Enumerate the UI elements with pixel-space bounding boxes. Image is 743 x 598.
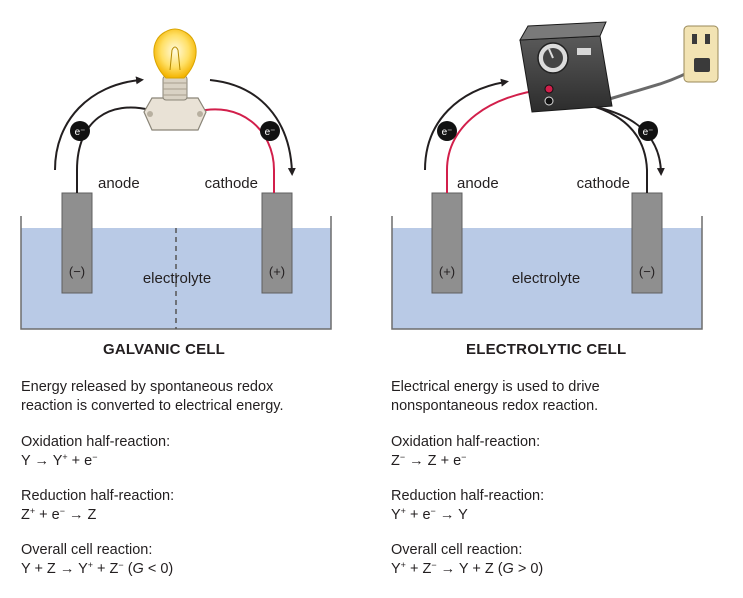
power-supply-negative-terminal: [544, 96, 554, 106]
electrolytic-cell: e⁻ e⁻ anode cathode electrolyte (+) (−): [391, 21, 719, 330]
electrolytic-reduction-label: Reduction half-reaction:: [391, 488, 545, 504]
power-supply-positive-terminal: [544, 84, 554, 94]
electrolytic-electron-left-icon: [437, 121, 457, 141]
electrolytic-overall-equation: Y+ + Z− → Y + Z (G > 0): [391, 560, 544, 578]
galvanic-oxidation-equation: Y → Y+ + e−: [21, 452, 98, 470]
galvanic-overall-equation: Y + Z → Y+ + Z− (G < 0): [21, 560, 174, 578]
galvanic-cathode-sign: (+): [269, 264, 285, 279]
electrolytic-cathode-sign: (−): [639, 264, 655, 279]
power-supply-icon: [519, 21, 613, 113]
galvanic-black-wire: [76, 106, 151, 193]
electrolytic-electron-left-label: e⁻: [442, 127, 453, 138]
galvanic-anode-electrode: [61, 192, 93, 294]
galvanic-cell: e⁻ e⁻ anode cathode electrolyte (−) (+): [20, 28, 332, 330]
electrolytic-electron-right-icon: [638, 121, 658, 141]
electrolytic-red-wire: [446, 88, 549, 193]
electrolytic-electrolyte-label: electrolyte: [512, 270, 580, 287]
electrolytic-oxidation-label: Oxidation half-reaction:: [391, 434, 541, 450]
galvanic-reduction-equation: Z+ + e− → Z: [21, 506, 97, 524]
galvanic-anode-label: anode: [98, 175, 140, 192]
galvanic-red-wire: [195, 108, 275, 193]
electrolytic-anode-electrode: [431, 192, 463, 294]
galvanic-electron-right-icon: [260, 121, 280, 141]
electrolytic-cathode-label: cathode: [577, 175, 630, 192]
galvanic-electron-right-label: e⁻: [265, 127, 276, 138]
light-bulb-icon: [143, 28, 207, 131]
electrolytic-anode-sign: (+): [439, 264, 455, 279]
galvanic-oxidation-label: Oxidation half-reaction:: [21, 434, 171, 450]
galvanic-electrolyte-label: electrolyte: [143, 270, 211, 287]
galvanic-electron-left-label: e⁻: [75, 127, 86, 138]
galvanic-description: Energy released by spontaneous redox rea…: [21, 378, 361, 416]
galvanic-electron-arrow-left: [54, 76, 144, 171]
galvanic-title: GALVANIC CELL: [103, 341, 226, 358]
electrolytic-description-line-1: Electrical energy is used to drive: [391, 379, 600, 395]
electrolytic-beaker: [391, 216, 703, 330]
galvanic-description-line-1: Energy released by spontaneous redox: [21, 379, 274, 395]
electrolytic-anode-label: anode: [457, 175, 499, 192]
galvanic-cathode-label: cathode: [205, 175, 258, 192]
galvanic-overall-label: Overall cell reaction:: [21, 542, 153, 558]
electrolytic-electron-arrow-left: [424, 78, 509, 171]
galvanic-electron-arrow-right: [209, 79, 296, 176]
wall-outlet-icon: [683, 25, 719, 83]
galvanic-electron-left-icon: [70, 121, 90, 141]
electrolytic-oxidation-equation: Z− → Z + e−: [391, 452, 467, 470]
galvanic-anode-sign: (−): [69, 264, 85, 279]
electrolytic-reduction-equation: Y+ + e− → Y: [391, 506, 468, 524]
galvanic-cathode-electrode: [261, 192, 293, 294]
electrolytic-description: Electrical energy is used to drive nonsp…: [391, 378, 731, 416]
cells-diagram: e⁻ e⁻ anode cathode electrolyte (−) (+): [20, 21, 719, 330]
galvanic-reduction-label: Reduction half-reaction:: [21, 488, 175, 504]
electrolytic-title: ELECTROLYTIC CELL: [466, 341, 627, 358]
electrolytic-overall-label: Overall cell reaction:: [391, 542, 523, 558]
electrolytic-electron-right-label: e⁻: [643, 127, 654, 138]
electrolytic-description-line-2: nonspontaneous redox reaction.: [391, 398, 599, 414]
galvanic-description-line-2: reaction is converted to electrical ener…: [21, 398, 284, 414]
